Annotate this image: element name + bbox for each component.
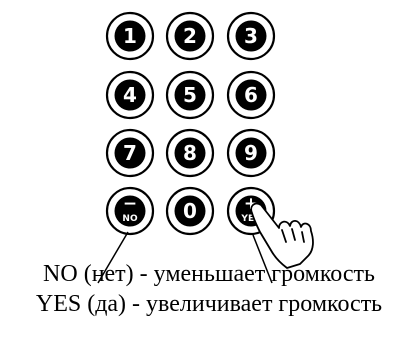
key-9-label: 9 <box>244 141 258 165</box>
key-2[interactable]: 2 <box>165 11 215 61</box>
key-3-label: 3 <box>244 24 258 48</box>
yes-caption: YES (да) - увеличивает громкость <box>35 291 383 317</box>
key-4[interactable]: 4 <box>105 70 155 120</box>
key-9[interactable]: 9 <box>226 128 276 178</box>
key-5-label: 5 <box>183 83 197 107</box>
key-7[interactable]: 7 <box>105 128 155 178</box>
key-1[interactable]: 1 <box>105 11 155 61</box>
key-2-label: 2 <box>183 24 197 48</box>
no-leader-line <box>97 231 129 284</box>
key-0-label: 0 <box>183 199 197 223</box>
key-yes-label: YES <box>240 214 260 224</box>
key-1-label: 1 <box>123 24 137 48</box>
yes-leader-line <box>252 234 273 284</box>
key-no-symbol: − <box>123 194 137 214</box>
key-no-label: NO <box>122 214 138 224</box>
key-6[interactable]: 6 <box>226 70 276 120</box>
key-5[interactable]: 5 <box>165 70 215 120</box>
key-6-label: 6 <box>244 83 258 107</box>
key-3[interactable]: 3 <box>226 11 276 61</box>
pointing-hand-icon <box>250 202 314 269</box>
key-8[interactable]: 8 <box>165 128 215 178</box>
no-caption: NO (нет) - уменьшает громкость <box>43 261 375 287</box>
key-no[interactable]: −NO <box>105 186 155 236</box>
key-4-label: 4 <box>123 83 137 107</box>
key-8-label: 8 <box>183 141 197 165</box>
key-0[interactable]: 0 <box>165 186 215 236</box>
key-7-label: 7 <box>123 141 137 165</box>
